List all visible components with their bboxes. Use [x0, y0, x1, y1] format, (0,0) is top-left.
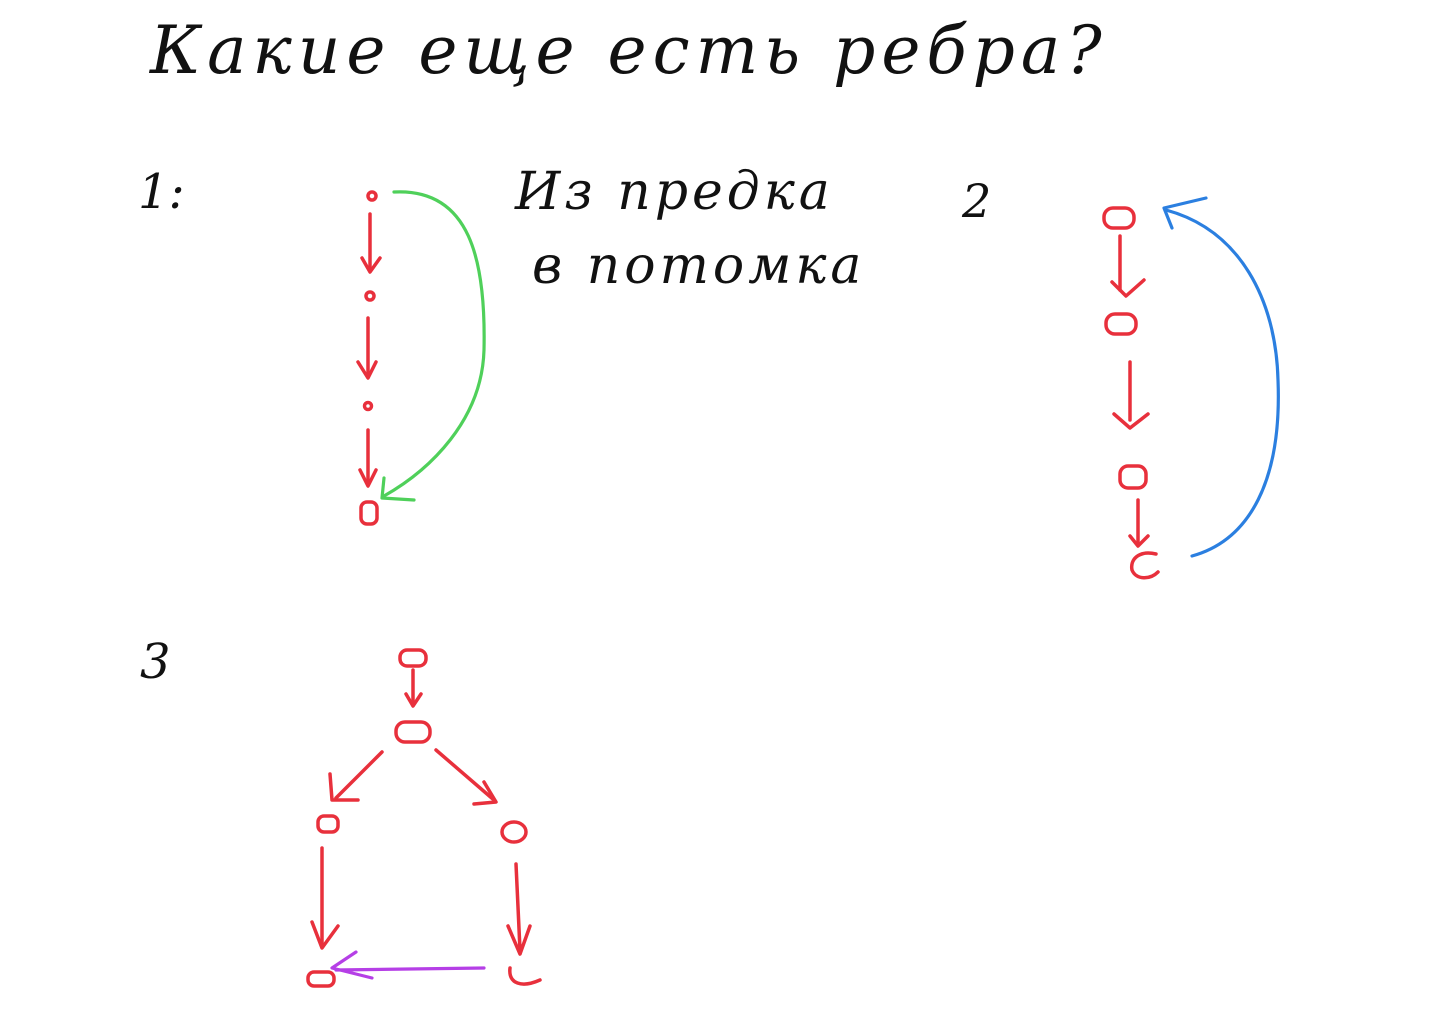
case-3-cross-edge [330, 950, 486, 980]
case-1-label: 1: [138, 164, 185, 220]
case-3-cross-edge-line [334, 966, 486, 972]
case-3-tree-edge-left-arrowhead [328, 772, 360, 802]
case-3-tree-edge-right-down-arrowhead [506, 924, 532, 956]
case-2-back-edge [1162, 196, 1280, 558]
page-title: Какие еще есть ребра? [150, 12, 1108, 89]
case-1-note-line-2: в потомка [532, 236, 866, 296]
case-3-tree-edges [306, 648, 542, 988]
case-2-tree-edge-3-arrowhead [1128, 534, 1150, 548]
case-1-tree-edge-3-arrowhead [358, 468, 378, 488]
case-1-tree-edge-2-arrowhead [356, 360, 378, 380]
case-2-back-edge-curve [1164, 208, 1280, 558]
case-2-back-edge-arrowhead [1162, 196, 1208, 230]
case-1-node-4 [359, 500, 379, 526]
case-3-tree-edge-left-down-arrowhead [310, 920, 340, 950]
case-1-tree-edges [356, 190, 382, 526]
case-1-node-2 [364, 290, 376, 302]
case-3-tree-edge-left [334, 750, 384, 800]
case-1-diagram [356, 190, 486, 526]
case-2-label: 2 [962, 174, 992, 228]
case-2-diagram [1102, 196, 1280, 580]
case-1-tree-edge-1-arrowhead [360, 256, 382, 274]
case-3-tree-edge-right-down [514, 862, 522, 952]
case-3-node-right [500, 820, 528, 844]
case-3-node-bottom-left [306, 970, 336, 988]
case-3-node-left [316, 814, 340, 834]
case-2-node-4 [1129, 551, 1160, 580]
case-3-node-bottom-right [508, 966, 542, 986]
case-3-tree-edge-right-arrowhead [472, 780, 498, 806]
case-3-tree-edge-root-arrowhead [404, 692, 423, 708]
case-1-forward-edge-arrowhead [380, 476, 416, 502]
case-2-node-2 [1104, 312, 1138, 336]
case-2-tree-edges [1102, 206, 1160, 580]
case-3-node-root [398, 648, 428, 668]
case-2-node-3 [1118, 464, 1148, 490]
case-2-tree-edge-1-arrowhead [1110, 278, 1146, 298]
case-2-tree-edge-2-arrowhead [1112, 412, 1150, 430]
case-1-node-1 [366, 190, 378, 202]
case-1-note-line-1: Из предка [515, 162, 834, 222]
case-3-diagram [306, 648, 542, 988]
case-1-forward-edge-curve [382, 190, 486, 498]
case-3-label: 3 [140, 634, 171, 690]
case-3-tree-edge-right [434, 748, 496, 802]
case-1-node-3 [362, 400, 374, 412]
case-1-forward-edge [380, 190, 486, 502]
case-3-cross-edge-arrowhead [330, 950, 374, 980]
case-2-node-1 [1102, 206, 1136, 230]
case-3-node-2 [394, 720, 432, 744]
